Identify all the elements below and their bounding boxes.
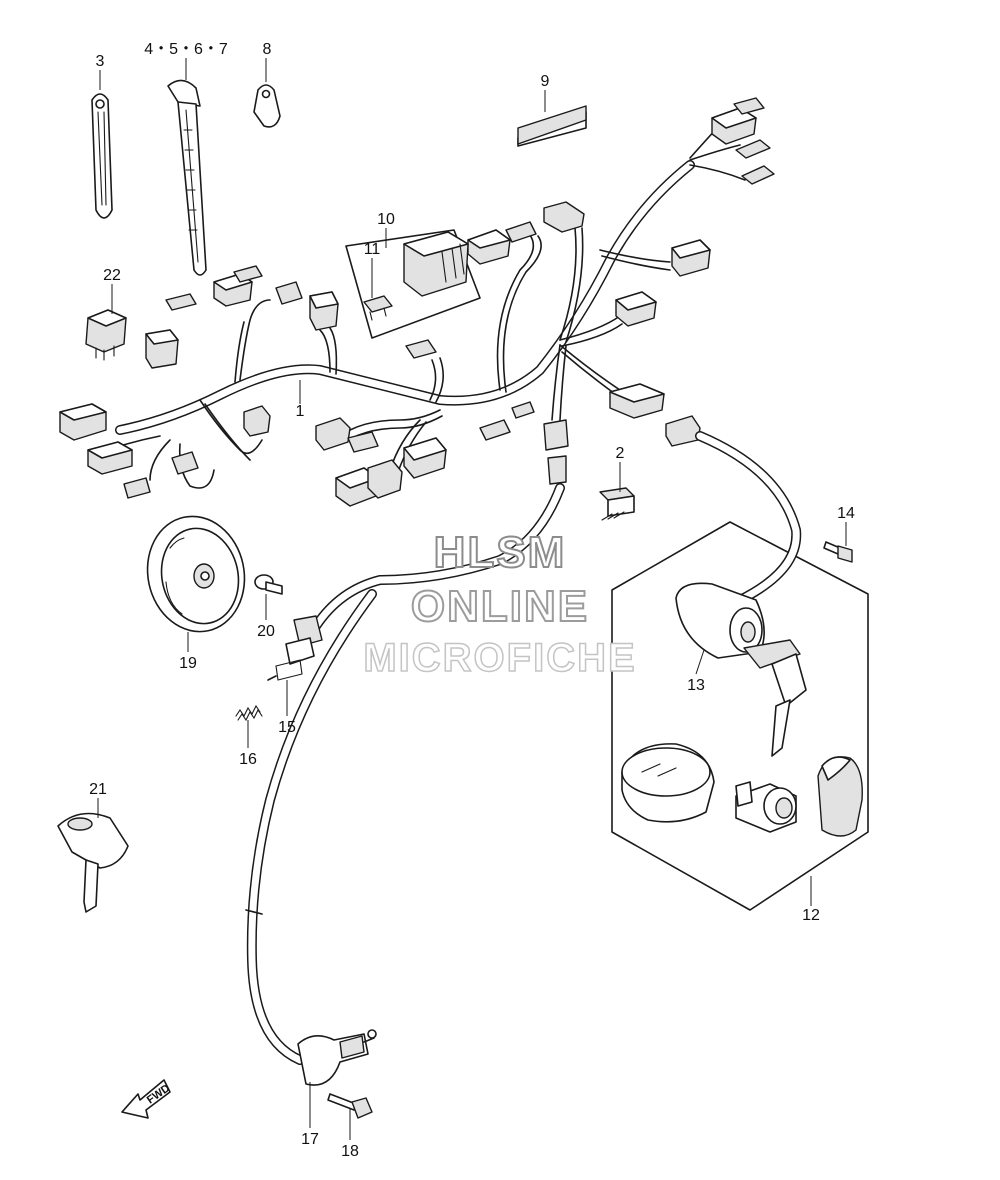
part-3-cable-strap[interactable]: [91, 93, 113, 219]
part-10-flasher-relay-box[interactable]: [345, 229, 481, 339]
callout-22: 22: [103, 267, 121, 284]
part-8-clamp[interactable]: [253, 84, 281, 128]
callout-12: 12: [802, 907, 820, 924]
callout-15: 15: [278, 719, 296, 736]
fwd-label: FWD: [145, 1082, 172, 1106]
part-15-brake-switch[interactable]: [267, 483, 565, 681]
part-21-key[interactable]: [57, 812, 129, 913]
callout-4-5-6-7: 4・5・6・7: [144, 41, 228, 58]
callout-labels: 3 4・5・6・7 8 9 10 11 22 1 2 14 13 12 20 1…: [89, 41, 855, 1160]
callout-8: 8: [263, 41, 272, 58]
callout-2: 2: [616, 445, 625, 462]
callout-14: 14: [837, 505, 855, 522]
callout-20: 20: [257, 623, 275, 640]
callout-21: 21: [89, 781, 107, 798]
part-20-bolt[interactable]: [254, 574, 283, 595]
part-17-rear-brake-switch[interactable]: [297, 1029, 377, 1086]
callout-3: 3: [96, 53, 105, 70]
part-19-horn[interactable]: [137, 507, 255, 640]
leader-lines: [97, 58, 847, 1140]
forward-direction-arrow: FWD: [121, 1079, 172, 1119]
callout-16: 16: [239, 751, 257, 768]
callout-11: 11: [364, 241, 381, 258]
callout-18: 18: [341, 1143, 359, 1160]
callout-19: 19: [179, 655, 197, 672]
part-16-spring[interactable]: [235, 704, 263, 722]
part-14-screw[interactable]: [823, 541, 853, 563]
part-13-ignition-switch[interactable]: [675, 582, 807, 757]
callout-17: 17: [301, 1131, 319, 1148]
callout-10: 10: [377, 211, 395, 228]
part-9-label[interactable]: [517, 105, 587, 147]
part-18-bolt[interactable]: [327, 1093, 373, 1119]
harness-connector: [59, 97, 775, 507]
part-1-main-harness[interactable]: [59, 97, 775, 507]
callout-13: 13: [687, 677, 705, 694]
part-11-fuse[interactable]: [363, 295, 393, 321]
rear-brake-light-cable: [245, 589, 377, 1065]
part-4-7-cable-tie[interactable]: [167, 79, 207, 276]
callout-9: 9: [541, 73, 550, 90]
part-12-lock-set[interactable]: [611, 431, 869, 911]
part-22-relay[interactable]: [85, 309, 127, 361]
part-2-diode[interactable]: [599, 487, 635, 521]
callout-1: 1: [296, 403, 305, 420]
